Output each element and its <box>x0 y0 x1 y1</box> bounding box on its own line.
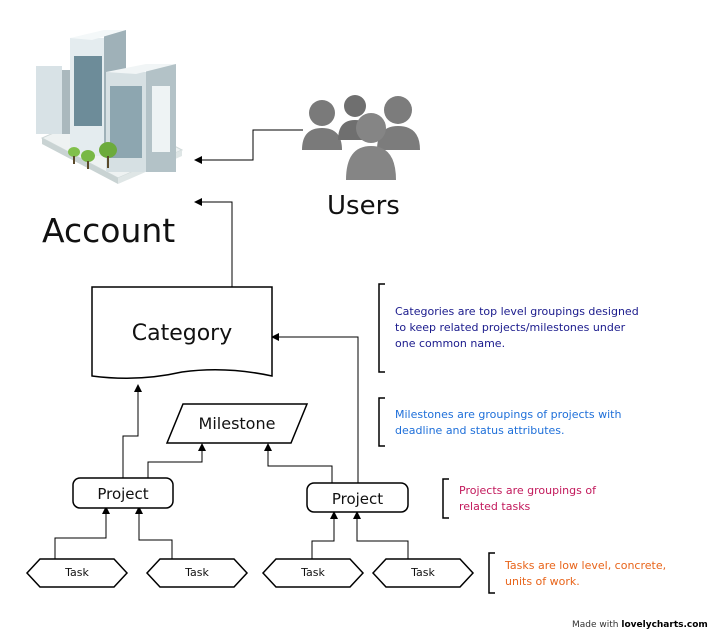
task-1-shape <box>25 558 129 588</box>
milestone-label: Milestone <box>198 414 276 433</box>
milestone-note-line: deadline and status attributes. <box>395 424 565 437</box>
task-4-label: Task <box>411 566 435 579</box>
category-note-bracket <box>378 283 385 373</box>
project-left-to-milestone-connector <box>147 443 206 478</box>
users-label: Users <box>327 191 400 221</box>
task4-to-project-connector <box>353 511 409 559</box>
category-shape <box>91 286 273 379</box>
category-note-line: one common name. <box>395 337 506 350</box>
task-note: Tasks are low level, concrete, units of … <box>505 558 666 590</box>
milestone-note-line: Milestones are groupings of projects wit… <box>395 408 622 421</box>
footer-brand-link[interactable]: lovelycharts.com <box>621 620 708 630</box>
project-right-to-category-connector <box>271 333 359 483</box>
task-note-bracket <box>488 552 495 594</box>
footer-credit: Made with lovelycharts.com <box>572 620 708 630</box>
project-note-line: Projects are groupings of <box>459 484 596 497</box>
project-right-to-milestone-connector <box>264 443 333 483</box>
task-4-shape <box>371 558 475 588</box>
category-note: Categories are top level groupings desig… <box>395 304 639 352</box>
task-3-shape <box>261 558 365 588</box>
category-to-account-connector <box>194 198 233 287</box>
task-2-shape <box>145 558 249 588</box>
category-note-line: to keep related projects/milestones unde… <box>395 321 626 334</box>
project-left-label: Project <box>97 485 149 503</box>
task-2-label: Task <box>185 566 209 579</box>
task3-to-project-connector <box>311 511 338 559</box>
task-note-line: Tasks are low level, concrete, <box>505 559 667 572</box>
footer-made-with: Made with <box>572 620 619 630</box>
task-3-label: Task <box>301 566 325 579</box>
project-left-to-category-connector <box>122 384 142 478</box>
category-note-line: Categories are top level groupings desig… <box>395 305 639 318</box>
project-right-shape <box>306 482 409 513</box>
project-note-bracket <box>442 478 449 519</box>
task-1-label: Task <box>65 566 89 579</box>
connectors <box>54 129 409 559</box>
task1-to-project-connector <box>54 506 110 559</box>
project-note-line: related tasks <box>459 500 531 513</box>
project-left-shape <box>72 477 174 509</box>
task2-to-project-connector <box>135 506 173 559</box>
project-right-label: Project <box>331 490 384 508</box>
category-label: Category <box>131 321 233 346</box>
account-label: Account <box>42 211 176 250</box>
milestone-shape <box>165 403 309 444</box>
milestone-note: Milestones are groupings of projects wit… <box>395 407 621 439</box>
building-icon <box>36 30 184 184</box>
note-brackets <box>378 283 495 594</box>
task-note-line: units of work. <box>505 575 580 588</box>
project-note: Projects are groupings of related tasks <box>459 483 596 515</box>
users-icon <box>302 95 420 180</box>
users-to-account-connector <box>194 129 303 164</box>
milestone-note-bracket <box>378 397 385 447</box>
